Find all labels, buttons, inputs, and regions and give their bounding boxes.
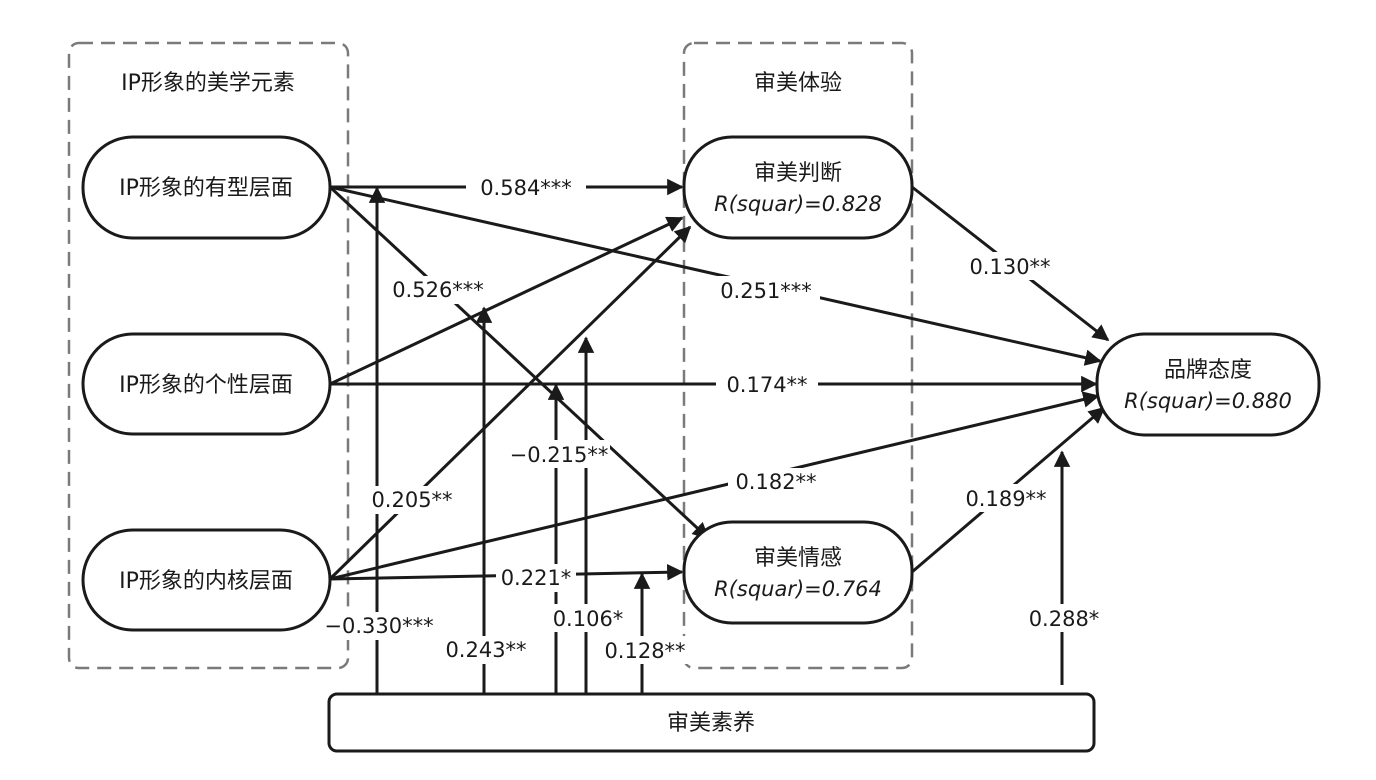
path-coefficients: 0.584*** 0.526*** 0.251*** 0.174** 0.205… [362,173,1058,592]
node-shape [81,332,332,436]
group-box-aesthetic-experience [682,41,914,670]
group-title-aesthetic-elements: IP形象的美学元素 [121,71,295,96]
node-tangible: IP形象的有型层面 [81,135,332,240]
coef-moderation-2: 0.243** [445,638,526,662]
node-label: 审美情感 [754,546,842,571]
node-label: 审美判断 [754,161,842,186]
node-r-squared: R(squar)=0.880 [1124,389,1292,413]
coef-moderation-1: −0.330*** [324,614,433,638]
coef-tangible-emotion: 0.526*** [392,278,484,302]
moderation-edges [368,186,1071,693]
coef-tangible-brand: 0.251*** [720,279,812,303]
coef-core-emotion: 0.221* [501,566,572,590]
edge-tangible-emotion [328,185,710,540]
node-shape [327,692,1096,753]
coef-moderation-4: 0.106* [553,607,624,631]
moderation-coefficients: −0.330*** 0.243** −0.215** 0.106* 0.128*… [320,440,1104,664]
node-judgment: 审美判断 R(squar)=0.828 [682,135,914,240]
group-title-aesthetic-experience: 审美体验 [754,71,842,96]
edge-core-judgment [328,225,692,581]
node-core: IP形象的内核层面 [81,528,332,632]
edge-personality-judgment [329,216,684,386]
node-shape [682,520,914,625]
edges [328,178,1110,581]
node-label: IP形象的有型层面 [119,176,293,201]
node-shape [81,135,332,240]
node-r-squared: R(squar)=0.764 [714,577,882,601]
coef-moderation-6: 0.288* [1029,607,1100,631]
node-brand: 品牌态度 R(squar)=0.880 [1095,332,1321,437]
node-shape [1095,332,1321,437]
coef-emotion-brand: 0.189** [965,487,1046,511]
node-r-squared: R(squar)=0.828 [714,192,882,216]
node-literacy: 审美素养 [327,692,1096,753]
coef-tangible-judgment: 0.584*** [480,176,572,200]
coef-moderation-3: −0.215** [510,443,609,467]
edge-core-brand [329,391,1100,581]
coef-moderation-5: 0.128** [604,639,685,663]
node-shape [682,135,914,240]
node-label: IP形象的内核层面 [119,569,293,594]
node-label: IP形象的个性层面 [119,373,293,398]
edge-tangible-brand [329,185,1102,366]
coef-core-judgment: 0.205** [371,488,452,512]
coef-judgment-brand: 0.130** [969,255,1050,279]
node-emotion: 审美情感 R(squar)=0.764 [682,520,914,625]
coef-core-brand: 0.182** [735,470,816,494]
node-label: 品牌态度 [1164,358,1252,383]
group-box-aesthetic-elements [67,41,350,670]
node-personality: IP形象的个性层面 [81,332,332,436]
coef-personality-brand: 0.174** [726,373,807,397]
node-label: 审美素养 [667,711,755,736]
node-shape [81,528,332,632]
